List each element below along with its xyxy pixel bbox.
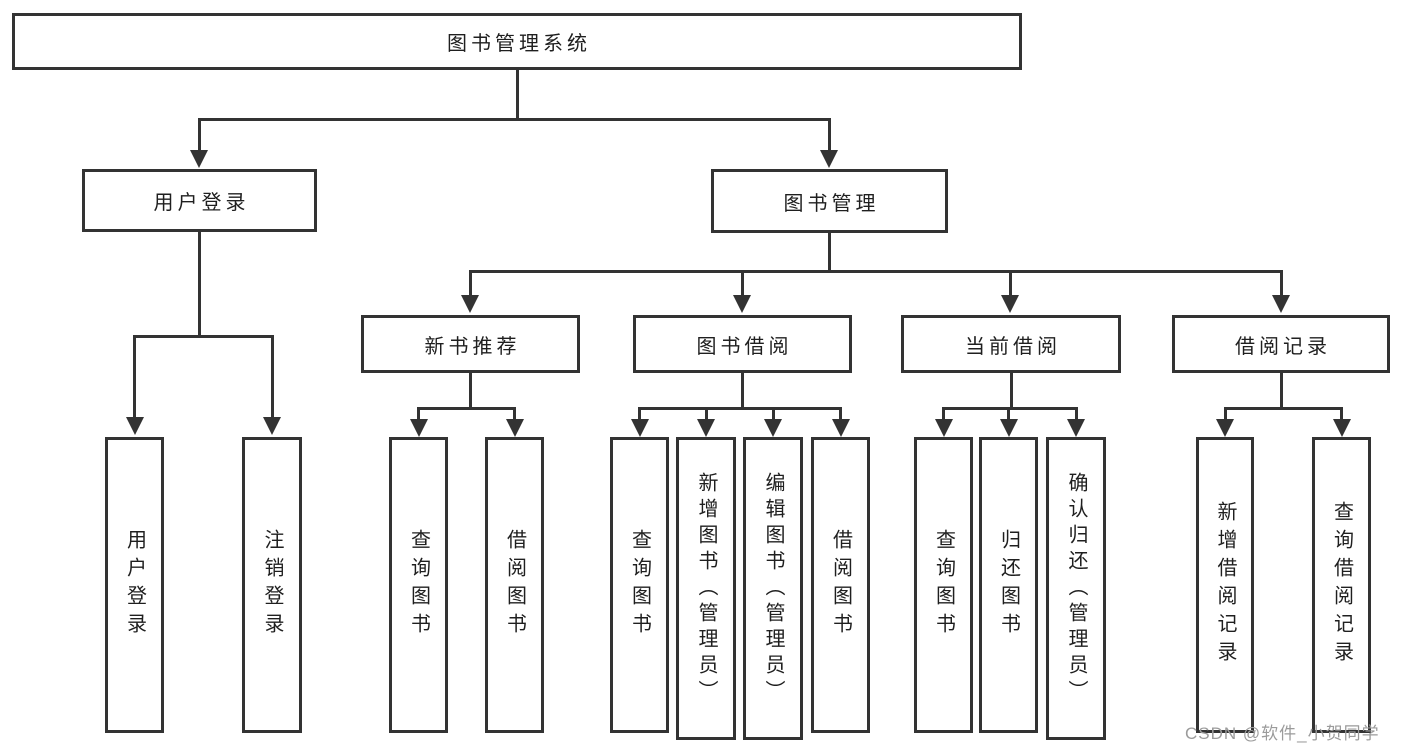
leaf-edit-book-admin: 编辑图书（管理员） [743,437,803,740]
connector-drop-stem [513,407,516,419]
connector-drop-stem [1007,407,1010,419]
leaf-user-login: 用户登录 [105,437,164,733]
connector-drop-stem [942,407,945,419]
connector-manage-stem [828,233,831,270]
connector-record-hline [1224,407,1342,410]
connector-drop-manage-stem [828,118,831,150]
node-label: 图书管理系统 [447,33,591,55]
connector-drop-stem [705,407,708,419]
connector-borrow-stem [741,373,744,407]
leaf-query-book-current: 查询图书 [914,437,973,733]
arrow-down-icon [410,419,428,437]
connector-newbook-hline [417,407,516,410]
connector-drop-stem [741,270,744,295]
arrow-down-icon [1000,419,1018,437]
connector-login-stem [198,232,201,335]
connector-drop-stem [1075,407,1078,419]
leaf-add-borrow-record: 新增借阅记录 [1196,437,1254,733]
node-library-system: 图书管理系统 [12,13,1022,70]
arrow-down-icon [263,417,281,435]
leaf-label: 新增图书（管理员） [695,471,717,706]
node-new-book-recommend: 新书推荐 [361,315,580,373]
connector-drop-stem [772,407,775,419]
watermark: CSDN @软件_小贺同学 [1185,724,1380,743]
arrow-down-icon [1001,295,1019,313]
connector-drop-stem [1280,270,1283,295]
leaf-label: 借阅图书 [503,529,526,641]
arrow-down-icon [190,150,208,168]
connector-l3-hline [469,270,1281,273]
connector-drop-stem [133,335,136,417]
connector-drop-stem [1009,270,1012,295]
connector-drop-stem [638,407,641,419]
connector-borrow-hline [638,407,842,410]
node-label: 图书借阅 [696,335,793,358]
leaf-label: 查询图书 [628,529,651,641]
connector-login-hline [133,335,273,338]
leaf-label: 用户登录 [123,529,146,641]
arrow-down-icon [733,295,751,313]
node-label: 当前借阅 [965,335,1061,358]
arrow-down-icon [832,419,850,437]
leaf-label: 新增借阅记录 [1214,501,1236,669]
connector-drop-stem [417,407,420,419]
node-borrow-record: 借阅记录 [1172,315,1390,373]
leaf-borrow-book-newbook: 借阅图书 [485,437,544,733]
leaf-label: 借阅图书 [829,529,852,641]
leaf-label: 查询借阅记录 [1330,501,1353,669]
node-label: 用户登录 [153,192,250,214]
node-book-borrow: 图书借阅 [633,315,852,373]
leaf-query-book-newbook: 查询图书 [389,437,448,733]
connector-root-stem [516,70,519,118]
node-label: 图书管理 [783,192,880,215]
node-user-login: 用户登录 [82,169,317,232]
arrow-down-icon [126,417,144,435]
leaf-label: 注销登录 [261,529,283,641]
arrow-down-icon [506,419,524,437]
arrow-down-icon [1272,295,1290,313]
connector-drop-stem [1340,407,1343,419]
node-current-borrow: 当前借阅 [901,315,1121,373]
arrow-down-icon [820,150,838,168]
node-label: 借阅记录 [1235,335,1331,358]
connector-drop-stem [469,270,472,295]
connector-drop-login-stem [198,118,201,150]
leaf-label: 查询图书 [407,529,430,641]
arrow-down-icon [1216,419,1234,437]
node-book-management: 图书管理 [711,169,948,233]
connector-newbook-stem [469,373,472,407]
arrow-down-icon [1067,419,1085,437]
node-label: 新书推荐 [424,335,521,358]
leaf-query-borrow-record: 查询借阅记录 [1312,437,1371,733]
connector-drop-stem [1224,407,1227,419]
leaf-label: 归还图书 [997,529,1020,641]
arrow-down-icon [764,419,782,437]
connector-record-stem [1280,373,1283,407]
arrow-down-icon [461,295,479,313]
leaf-query-book-borrow: 查询图书 [610,437,669,733]
arrow-down-icon [1333,419,1351,437]
arrow-down-icon [935,419,953,437]
leaf-add-book-admin: 新增图书（管理员） [676,437,736,740]
leaf-label: 确认归还（管理员） [1065,471,1087,706]
connector-current-stem [1010,373,1013,407]
leaf-label: 查询图书 [932,529,955,641]
connector-drop-stem [839,407,842,419]
connector-l1-hline [198,118,831,121]
leaf-label: 编辑图书（管理员） [762,471,784,706]
connector-drop-stem [271,335,274,417]
leaf-borrow-book-borrow: 借阅图书 [811,437,870,733]
arrow-down-icon [697,419,715,437]
leaf-confirm-return-admin: 确认归还（管理员） [1046,437,1106,740]
arrow-down-icon [631,419,649,437]
leaf-return-book: 归还图书 [979,437,1038,733]
leaf-logout-login: 注销登录 [242,437,302,733]
